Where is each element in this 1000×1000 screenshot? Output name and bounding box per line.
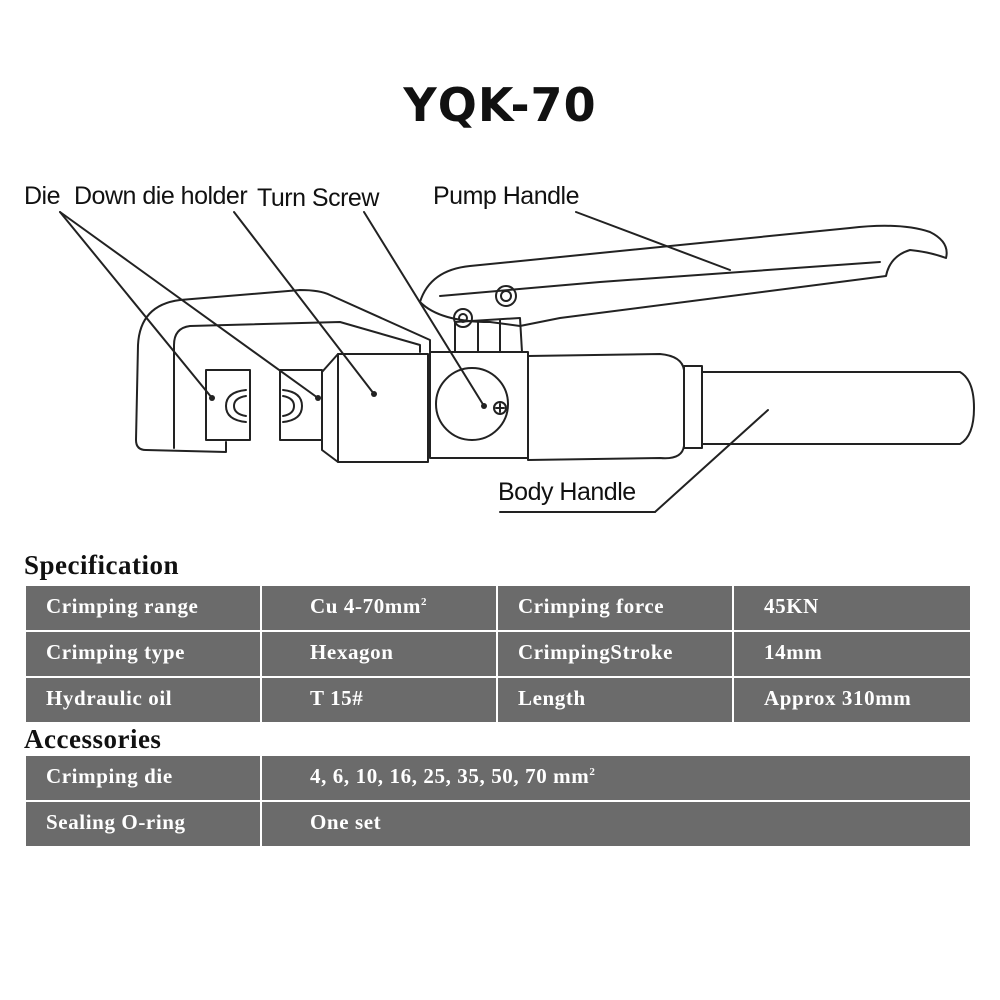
accessory-key: Crimping die <box>26 756 262 800</box>
accessory-value: 4, 6, 10, 16, 25, 35, 50, 70 mm2 <box>262 756 970 800</box>
specification-heading: Specification <box>24 550 179 580</box>
table-row: Crimping range Cu 4-70mm2 Crimping force… <box>26 586 970 632</box>
spec-key: CrimpingStroke <box>498 632 734 676</box>
accessories-table: Crimping die 4, 6, 10, 16, 25, 35, 50, 7… <box>26 756 970 848</box>
specification-table: Crimping range Cu 4-70mm2 Crimping force… <box>26 586 970 724</box>
spec-key: Crimping force <box>498 586 734 630</box>
table-row: Hydraulic oil T 15# Length Approx 310mm <box>26 678 970 724</box>
spec-value: Hexagon <box>262 632 498 676</box>
c-frame-outer <box>135 289 431 453</box>
cylinder-sleeve <box>527 353 685 461</box>
left-die <box>205 369 251 441</box>
pump-handle-shape <box>419 224 948 327</box>
product-title: YQK-70 <box>403 78 597 132</box>
spec-value: 45KN <box>734 586 970 630</box>
table-row: Crimping type Hexagon CrimpingStroke 14m… <box>26 632 970 678</box>
crimper-diagram <box>59 211 975 513</box>
body-handle-shape <box>701 371 975 445</box>
accessory-value: One set <box>262 802 970 846</box>
table-row: Crimping die 4, 6, 10, 16, 25, 35, 50, 7… <box>26 756 970 802</box>
label-die: Die <box>24 182 61 210</box>
label-turn-screw: Turn Screw <box>257 184 379 212</box>
spec-key: Length <box>498 678 734 722</box>
c-frame-inner <box>173 321 421 449</box>
spec-value: T 15# <box>262 678 498 722</box>
table-row: Sealing O-ring One set <box>26 802 970 848</box>
spec-key: Hydraulic oil <box>26 678 262 722</box>
turn-screw-circle <box>435 367 509 441</box>
label-pump-handle: Pump Handle <box>433 182 579 210</box>
spec-value: 14mm <box>734 632 970 676</box>
label-down-die-holder: Down die holder <box>74 182 248 210</box>
label-body-handle: Body Handle <box>498 478 636 506</box>
accessories-heading: Accessories <box>24 724 162 754</box>
spec-value: Cu 4-70mm2 <box>262 586 498 630</box>
accessory-key: Sealing O-ring <box>26 802 262 846</box>
spec-key: Crimping range <box>26 586 262 630</box>
spec-value: Approx 310mm <box>734 678 970 722</box>
spec-key: Crimping type <box>26 632 262 676</box>
